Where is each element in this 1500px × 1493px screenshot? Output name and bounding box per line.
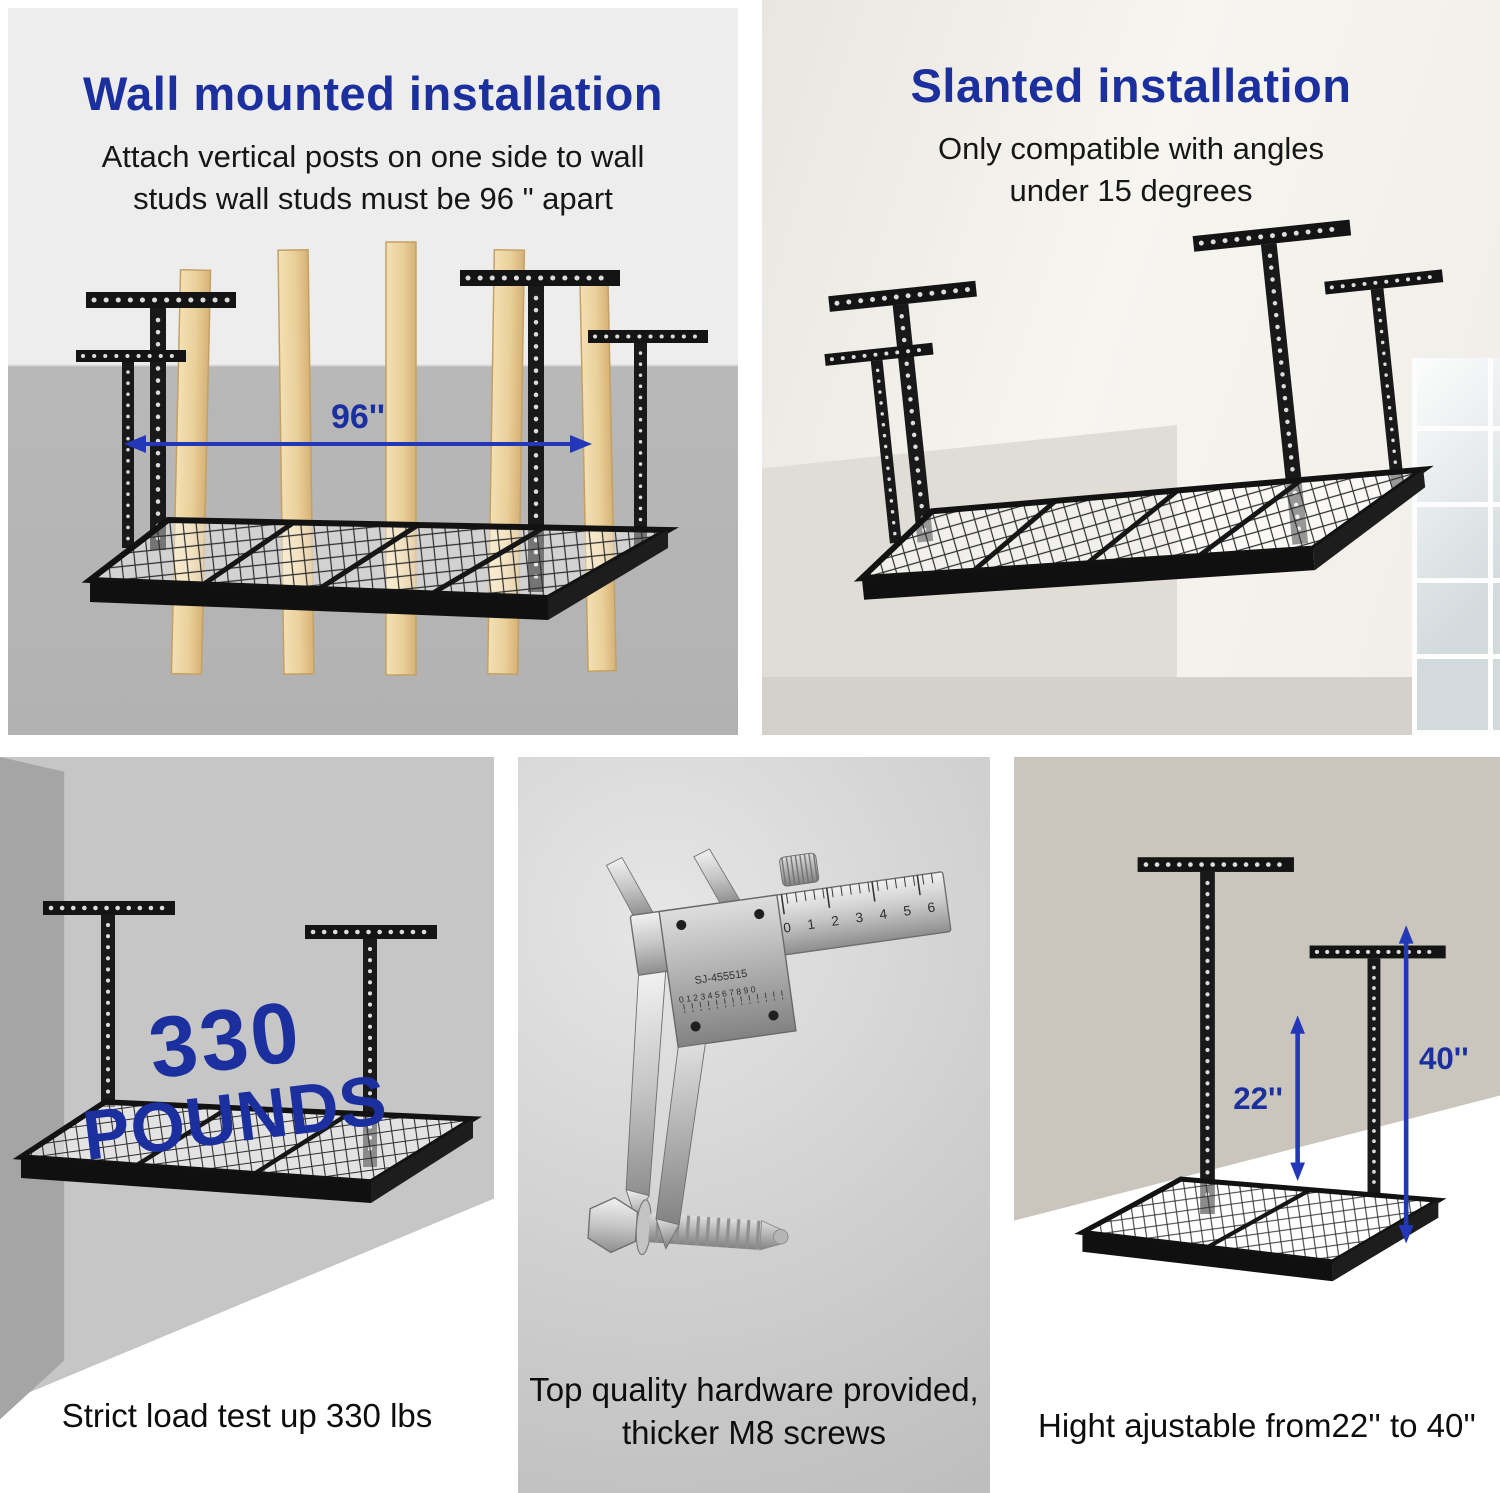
wall-rack-illustration: 96'' [76,241,708,676]
hardware-caption: Top quality hardware provided, thicker M… [518,1369,990,1455]
wall-mounted-subtitle-line2: studs wall studs must be 96 " apart [133,180,613,216]
hardware-caption-line1: Top quality hardware provided, [529,1371,979,1408]
floor-strip [762,677,1500,735]
panel-height-adjustable: 22'' 40'' Hight ajustable from22'' to 40… [1014,757,1500,1493]
m8-bolt [587,1196,789,1256]
dimension-arrow-96: 96'' [124,398,592,453]
slanted-rack [824,219,1444,600]
caliper-lock-screw [779,852,820,887]
slanted-subtitle-line1: Only compatible with angles [938,131,1324,166]
dimension-label-96: 96'' [331,398,385,436]
slanted-rack-illustration [824,219,1444,600]
hardware-caption-line2: thicker M8 screws [621,1413,887,1451]
caliper: 0 1 2 3 4 5 6 SJ-455515 0 1 2 3 4 5 6 7 … [587,848,952,1256]
height-caption: Hight ajustable from22'' to 40'' [1038,1407,1476,1444]
panel-load-test: 330 POUNDS Strict load test up 330 lbs [0,757,494,1493]
slanted-subtitle: Only compatible with angles under 15 deg… [762,128,1500,212]
rack-mesh-deck [12,1099,483,1203]
caliper-moving-blade-tip [655,1217,680,1250]
caliper-illustration: 0 1 2 3 4 5 6 SJ-455515 0 1 2 3 4 5 6 7 … [587,848,952,1256]
load-rack-illustration [12,901,483,1203]
wall-mounted-subtitle-line1: Attach vertical posts on one side to wal… [101,139,645,174]
caliper-upper-moving-jaw [693,848,742,906]
height-rack-illustration: 22'' 40'' [1074,857,1469,1282]
height-min-label: 22'' [1233,1081,1283,1116]
wall-mounted-title: Wall mounted installation [83,67,663,120]
slanted-subtitle-line2: under 15 degrees [1009,172,1253,208]
slanted-title: Slanted installation [910,59,1352,112]
glass-block-wall [1412,358,1500,735]
rack-ceiling-brackets [76,270,708,362]
rack-mesh-deck [853,465,1434,600]
panel-wall-mounted: Wall mounted installation Attach vertica… [8,8,738,735]
height-arrow-22: 22'' [1233,1015,1305,1181]
rack-mesh-deck [81,516,679,620]
caliper-slider: SJ-455515 0 1 2 3 4 5 6 7 8 9 0 [658,894,797,1049]
wall-mounted-subtitle: Attach vertical posts on one side to wal… [8,136,738,220]
caliper-upper-fixed-jaw [605,856,655,918]
rack-mesh-deck [1074,1176,1447,1282]
panel-hardware: 0 1 2 3 4 5 6 SJ-455515 0 1 2 3 4 5 6 7 … [518,757,990,1493]
side-wall [0,757,65,1420]
rack-ceiling-brackets [824,219,1444,366]
height-arrow-40: 40'' [1398,925,1469,1244]
rack-ceiling-brackets [43,901,437,939]
rack-posts [101,915,377,1167]
panel-slanted: Slanted installation Only compatible wit… [762,0,1500,735]
rack-posts [1200,871,1381,1215]
height-max-label: 40'' [1419,1041,1469,1076]
rack-ceiling-brackets [1137,857,1446,959]
load-caption: Strict load test up 330 lbs [61,1397,433,1434]
